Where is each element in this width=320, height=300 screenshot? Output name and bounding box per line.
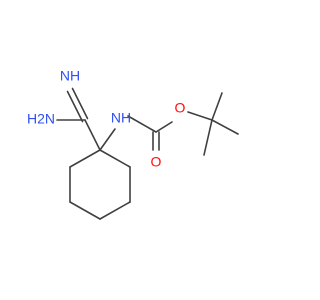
amine-h2n-label: H2N: [27, 111, 55, 127]
bond-ester-o-quaternary-carbon: [187, 111, 213, 121]
bond-amidine-imine-b: [71, 87, 89, 120]
molecule-structure: NH H2N NH O O: [27, 68, 239, 220]
bond-ring-carbamate-n: [99, 128, 116, 151]
carbamate-nh-label: NH: [111, 110, 131, 126]
imine-nh-label: NH: [60, 68, 80, 84]
cyclohexane-ring: [69, 149, 131, 220]
carbonyl-oxygen-label: O: [151, 154, 162, 170]
ring-bond-6: [69, 149, 101, 168]
bond-ring-amidine-carbon: [84, 119, 101, 151]
bond-n-carbonyl-carbon: [127, 115, 157, 133]
ring-bond-3: [99, 201, 131, 220]
bond-tbutyl-methyl-down: [203, 119, 213, 156]
bond-amidine-imine-a: [66, 90, 84, 123]
bond-carbon-ester-o: [155, 121, 173, 133]
ring-bond-1: [99, 149, 131, 168]
ring-bond-4: [69, 201, 101, 220]
bond-tbutyl-methyl-right: [211, 119, 239, 135]
ester-oxygen-label: O: [175, 100, 186, 116]
bond-tbutyl-methyl-up: [211, 92, 223, 121]
